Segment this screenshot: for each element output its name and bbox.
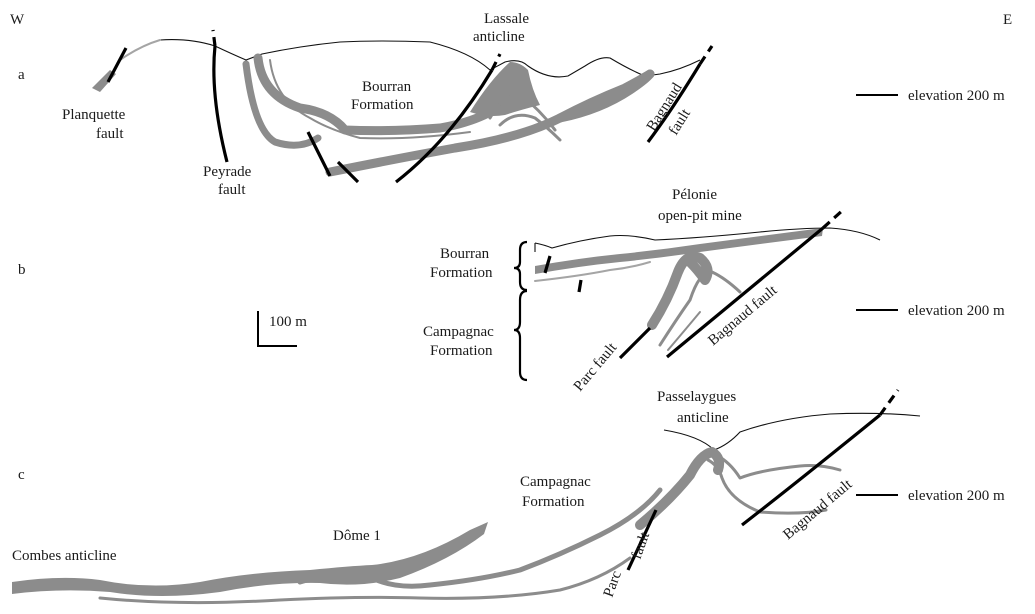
panel-c-dome-label: Dôme 1 — [333, 528, 381, 544]
panel-a-topography — [159, 39, 701, 78]
panel-a-peyrade-fault-ext — [211, 29, 217, 47]
panel-c-bed-dome — [297, 487, 663, 589]
panel-b-fold-inner-2 — [667, 311, 701, 351]
panel-a-lassale-label-1: Lassale — [484, 11, 529, 27]
panel-a-peyrade-label-1: Peyrade — [203, 164, 252, 180]
panel-c-parc-fault — [626, 509, 658, 571]
panel-b-bagnaud-fault — [665, 226, 825, 359]
panel-a-elevation-label: elevation 200 m — [908, 88, 1005, 104]
panel-a-lassale-label-2: anticline — [473, 29, 525, 45]
panel-c-combes-label: Combes anticline — [12, 548, 117, 564]
panel-a-small-fault-1 — [306, 131, 332, 177]
panel-b-campagnac-brace — [513, 289, 528, 382]
panel-b-elevation-label: elevation 200 m — [908, 303, 1005, 319]
panel-c-bagnaud-fault — [741, 413, 882, 527]
panel-c-elevation-label: elevation 200 m — [908, 488, 1005, 504]
panel-a-bourran-label-1: Bourran — [362, 79, 412, 95]
panel-a-bed-west — [119, 39, 161, 61]
panel-c-bed-lower — [98, 556, 632, 605]
panel-a-lassale-fault-ext — [490, 53, 502, 71]
panel-b-parc-fault — [618, 326, 652, 360]
panel-b-bourran-thin — [534, 261, 651, 282]
panel-b-bourran-brace — [513, 240, 528, 292]
panel-a-anticline-limb — [488, 93, 557, 132]
panel-a-anticline-limb-2 — [498, 113, 562, 142]
panel-b-small-fault-2 — [577, 279, 583, 293]
panel-a-planquette-label-1: Planquette — [62, 107, 126, 123]
panel-b-topography — [534, 227, 881, 249]
panel-a-anticline-core — [470, 62, 540, 116]
panel-b-pelonie-label-2: open-pit mine — [658, 208, 742, 224]
panel-b-bourran-bed — [535, 228, 823, 274]
panel-c-parc-label-2: fault — [629, 529, 654, 561]
panel-a-peyrade-fault — [212, 45, 229, 163]
panel-a-bagnaud-fault-ext — [698, 45, 714, 65]
panel-b-letter: b — [18, 262, 26, 278]
panel-b-fold-inner — [658, 270, 742, 347]
panel-c-fold-inner-2 — [714, 453, 842, 480]
panel-c-fold — [635, 447, 725, 530]
scale-bar — [257, 311, 297, 347]
panel-b-bourran-label-2: Formation — [430, 265, 493, 281]
panel-c-topography — [663, 412, 921, 451]
panel-c-passelaygues-label-2: anticline — [677, 410, 729, 426]
panel-a-letter: a — [18, 67, 25, 83]
panel-a-bed-bourran-lower — [242, 60, 322, 149]
panel-b-bourran-label-1: Bourran — [440, 246, 490, 262]
panel-c-fold-inner — [706, 458, 828, 515]
panel-b-campagnac-label-2: Formation — [430, 343, 493, 359]
panel-c-campagnac-label-2: Formation — [522, 494, 585, 510]
panel-a-bourran-label-2: Formation — [351, 97, 414, 113]
panel-a-lassale-fault — [395, 69, 494, 184]
panel-c-letter: c — [18, 467, 25, 483]
panel-b-fold — [647, 251, 713, 330]
panel-c-campagnac-label-1: Campagnac — [520, 474, 591, 490]
panel-b-parc-label: Parc fault — [571, 339, 621, 394]
east-label: E — [1003, 12, 1012, 28]
panel-a-peyrade-label-2: fault — [218, 182, 246, 198]
panel-c-passelaygues-label-1: Passelaygues — [657, 389, 736, 405]
scale-bar-label: 100 m — [269, 314, 307, 330]
panel-b-bagnaud-fault-ext — [821, 208, 845, 230]
panel-a-planquette-fault — [106, 47, 128, 83]
west-label: W — [10, 12, 25, 28]
panel-c-bagnaud-fault-ext — [878, 389, 900, 416]
panel-a-bed-east — [555, 69, 655, 123]
panel-b-campagnac-label-1: Campagnac — [423, 324, 494, 340]
panel-a: a Planquette fault Peyrade fault Bourran… — [18, 11, 1005, 198]
panel-b-small-fault-1 — [543, 255, 552, 274]
panel-b-pelonie-label-1: Pélonie — [672, 187, 717, 203]
panel-a-small-fault-2 — [336, 160, 360, 184]
panel-c: c Passelaygues anticline Campagnac Forma… — [12, 389, 1005, 605]
panel-a-bed-bourran-thin — [269, 59, 471, 140]
panel-a-bagnaud-fault — [646, 63, 702, 143]
panel-b: b Pélonie open-pit mine Bourran Formatio… — [18, 187, 1005, 395]
panel-a-planquette-label-2: fault — [96, 126, 124, 142]
